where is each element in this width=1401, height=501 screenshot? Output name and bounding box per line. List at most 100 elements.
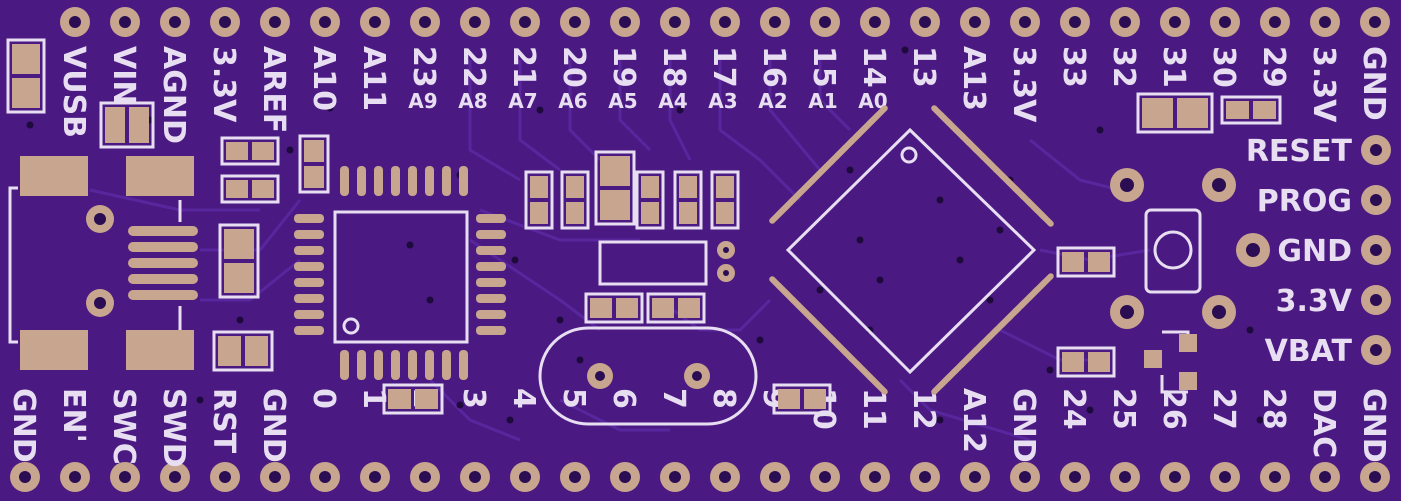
header-pad xyxy=(1360,462,1390,492)
pin-label: DAC xyxy=(1306,388,1341,458)
smd-component xyxy=(560,170,590,230)
pin-sublabel: A7 xyxy=(508,89,537,113)
pin-label: 3.3V xyxy=(1276,284,1353,319)
pin-label: RST xyxy=(206,388,241,454)
smd-component xyxy=(710,170,740,230)
header-pad xyxy=(60,462,90,492)
pin-sublabel: A6 xyxy=(558,89,587,113)
header-pad xyxy=(1160,7,1190,37)
header-pad xyxy=(160,7,190,37)
header-pad xyxy=(1361,185,1391,215)
pin-label: A13 xyxy=(956,46,991,111)
pin-label: 18 xyxy=(656,46,691,88)
header-pad xyxy=(460,462,490,492)
header-pad xyxy=(310,7,340,37)
pin-label: 21 xyxy=(506,46,541,88)
header-pad xyxy=(60,7,90,37)
via xyxy=(511,256,519,264)
header-pad xyxy=(760,462,790,492)
pin-label: 29 xyxy=(1256,46,1291,88)
via xyxy=(1256,416,1264,424)
header-pad xyxy=(810,462,840,492)
pin-label: 27 xyxy=(1206,388,1241,430)
via xyxy=(856,236,864,244)
pin-label: AGND xyxy=(156,46,191,144)
header-pad xyxy=(860,462,890,492)
header-pad xyxy=(960,462,990,492)
header-pad xyxy=(360,7,390,37)
pin-label: 8 xyxy=(706,388,741,409)
via xyxy=(196,396,204,404)
header-pad xyxy=(1361,285,1391,315)
pin-sublabel: A3 xyxy=(708,89,737,113)
smd-component xyxy=(6,38,46,114)
pin-label: PROG xyxy=(1257,184,1352,219)
pin-sublabel: A1 xyxy=(808,89,837,113)
via xyxy=(876,276,884,284)
via xyxy=(936,196,944,204)
pin-label: 14 xyxy=(856,46,891,88)
smd-component xyxy=(218,223,260,299)
pin-label: GND xyxy=(1006,388,1041,463)
pin-label: VBAT xyxy=(1265,334,1353,369)
smd-component xyxy=(1220,95,1282,125)
header-pad xyxy=(260,7,290,37)
pin-label: 3.3V xyxy=(1006,46,1041,123)
smd-component xyxy=(673,170,703,230)
header-pad xyxy=(1360,7,1390,37)
header-pad xyxy=(1210,462,1240,492)
via xyxy=(506,416,514,424)
header-pad xyxy=(1210,7,1240,37)
header-pad xyxy=(910,7,940,37)
pin-label: 3.3V xyxy=(1306,46,1341,123)
pin-label: 17 xyxy=(706,46,741,88)
via xyxy=(286,146,294,154)
smd-component xyxy=(635,170,665,230)
main-mcu xyxy=(769,105,1054,395)
pin-label: 28 xyxy=(1256,388,1291,430)
pin-label: 1 xyxy=(356,388,391,409)
pin-label: 23 xyxy=(406,46,441,88)
smd-component xyxy=(298,134,330,194)
smd-component xyxy=(594,150,636,226)
pin-label: 31 xyxy=(1156,46,1191,88)
pin-label: 13 xyxy=(906,46,941,88)
via xyxy=(326,104,334,112)
header-pad xyxy=(1110,7,1140,37)
pin-label: 19 xyxy=(606,46,641,88)
header-pad xyxy=(210,7,240,37)
via xyxy=(236,316,244,324)
smd-component xyxy=(382,383,444,415)
via xyxy=(426,296,434,304)
header-pad xyxy=(960,7,990,37)
via xyxy=(996,226,1004,234)
header-pad xyxy=(710,462,740,492)
usb-shield-pad xyxy=(20,330,88,370)
right-header-pads xyxy=(1361,135,1391,365)
header-pad xyxy=(1010,462,1040,492)
usb-shield-pad xyxy=(20,156,88,196)
passive-components xyxy=(6,38,1282,415)
header-pad xyxy=(160,462,190,492)
via xyxy=(536,106,544,114)
header-pad xyxy=(660,7,690,37)
pin-label: VUSB xyxy=(56,46,91,138)
sot23-transistor xyxy=(1144,330,1197,394)
header-pad xyxy=(510,7,540,37)
pin-label: SWC xyxy=(106,388,141,465)
header-pad xyxy=(910,462,940,492)
pin-label: GND xyxy=(1356,388,1391,463)
header-pad xyxy=(1060,462,1090,492)
header-pad xyxy=(1110,462,1140,492)
header-pad xyxy=(1160,462,1190,492)
smd-component xyxy=(220,174,280,204)
header-pad xyxy=(410,462,440,492)
pin-label: 20 xyxy=(556,46,591,88)
pin-sublabel: A5 xyxy=(608,89,637,113)
header-pad xyxy=(1060,7,1090,37)
via xyxy=(456,401,464,409)
pin-label: 30 xyxy=(1206,46,1241,88)
header-pad xyxy=(1310,7,1340,37)
smd-component xyxy=(584,292,644,324)
